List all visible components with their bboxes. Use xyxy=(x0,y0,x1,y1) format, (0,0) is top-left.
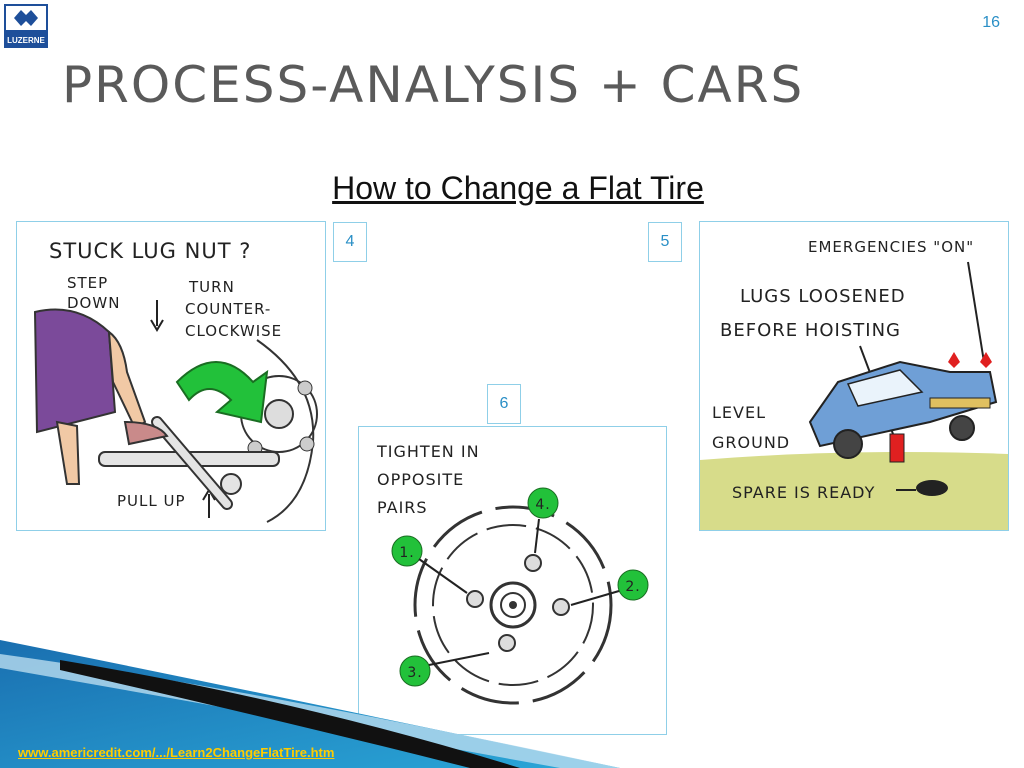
step-6-label-pairs: PAIRS xyxy=(377,498,428,517)
logo-text: LUZERNE xyxy=(7,36,45,45)
step-4-label-turn: TURN xyxy=(188,278,235,296)
step-5-label-level: LEVEL xyxy=(712,403,766,422)
slide-number: 16 xyxy=(982,14,1000,31)
step-5-label-before-hoisting: BEFORE HOISTING xyxy=(720,320,901,341)
down-arrow-icon xyxy=(150,300,164,332)
step-5-label-spare-ready: SPARE IS READY xyxy=(732,483,875,502)
step-5-label-lugs-loosened: LUGS LOOSENED xyxy=(740,286,906,307)
step-6-label-tighten: TIGHTEN IN xyxy=(376,442,480,461)
bolt-number-badges: 1. 2. 3. 4. xyxy=(391,487,649,687)
step-5-badge: 5 xyxy=(648,222,682,262)
counterclockwise-arrow-icon xyxy=(175,361,269,424)
step-5-illustration: EMERGENCIES "ON" LUGS LOOSENED BEFORE HO… xyxy=(699,221,1009,531)
slide-title: PROCESS-ANALYSIS + CARS xyxy=(62,56,805,114)
step-4-badge: 4 xyxy=(333,222,367,262)
spare-tire-drawing xyxy=(916,480,948,496)
emergency-arrow-icon xyxy=(967,261,985,363)
step-4-label-clockwise: CLOCKWISE xyxy=(185,322,282,340)
person-leg-drawing xyxy=(33,308,169,485)
step-4-heading: STUCK LUG NUT ? xyxy=(49,239,251,263)
bolt-number-4: 4. xyxy=(535,497,550,513)
slide-subtitle: How to Change a Flat Tire xyxy=(332,170,704,206)
step-4-illustration: STUCK LUG NUT ? STEP DOWN TURN COUNTER- … xyxy=(16,221,326,531)
step-6-badge: 6 xyxy=(487,384,521,424)
step-5-label-ground: GROUND xyxy=(712,433,790,452)
source-link[interactable]: www.americredit.com/.../Learn2ChangeFlat… xyxy=(18,745,335,760)
step-4-label-pull-up: PULL UP xyxy=(117,492,186,510)
luzerne-logo: LUZERNE xyxy=(4,4,48,48)
car-drawing xyxy=(808,352,998,463)
footer-swoosh-decoration xyxy=(0,640,620,768)
wheel-bolt-pattern-drawing xyxy=(413,505,613,705)
lug-wrench-drawing xyxy=(98,416,280,510)
step-6-illustration: TIGHTEN IN OPPOSITE PAIRS 1. 2. 3. 4. xyxy=(358,426,667,735)
step-5-label-emergencies: EMERGENCIES "ON" xyxy=(808,238,974,256)
wheel-hub-drawing xyxy=(240,339,318,523)
bolt-number-2: 2. xyxy=(625,579,640,595)
ground-area xyxy=(700,452,1008,530)
step-4-label-counter: COUNTER- xyxy=(185,300,271,318)
step-6-label-opposite: OPPOSITE xyxy=(377,470,464,489)
bolt-number-3: 3. xyxy=(407,665,422,681)
step-4-label-step: STEP xyxy=(67,274,108,292)
step-4-label-down: DOWN xyxy=(67,294,120,312)
bolt-number-1: 1. xyxy=(399,545,414,561)
